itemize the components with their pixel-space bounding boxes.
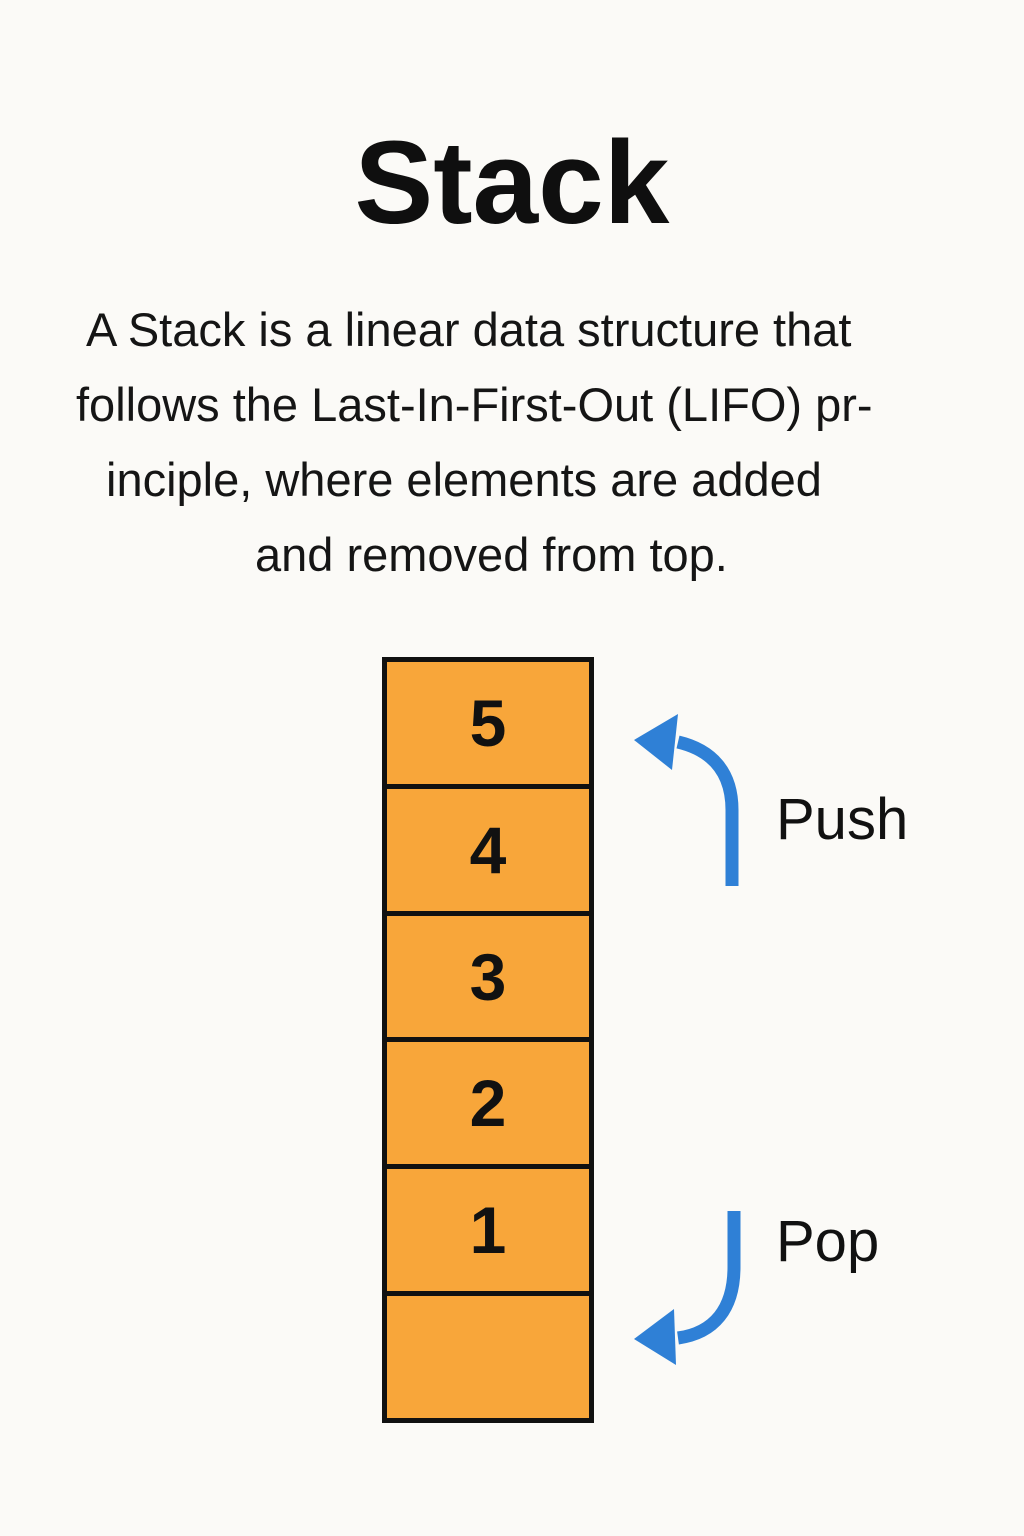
stack-diagram: 5 4 3 2 1 [382, 657, 594, 1423]
stack-cell-3: 3 [387, 916, 589, 1043]
description-line-1: A Stack is a linear data structure that [86, 303, 852, 356]
push-arrow-icon [634, 714, 739, 886]
push-label: Push [776, 787, 909, 852]
stack-cell-empty [387, 1296, 589, 1418]
stack-cell-4: 4 [387, 789, 589, 916]
description: A Stack is a linear data structure that … [0, 292, 1024, 592]
description-line-3: inciple, where elements are added [106, 453, 822, 506]
stack-cell-1: 1 [387, 1169, 589, 1297]
page-title: Stack [354, 117, 670, 249]
description-line-2: follows the Last-In-First-Out (LIFO) pr- [76, 378, 873, 431]
pop-label: Pop [776, 1209, 880, 1274]
pop-arrow-icon [634, 1211, 741, 1365]
stack-cell-2: 2 [387, 1042, 589, 1170]
description-line-4: and removed from top. [255, 528, 728, 581]
stack-cell-5: 5 [387, 662, 589, 789]
